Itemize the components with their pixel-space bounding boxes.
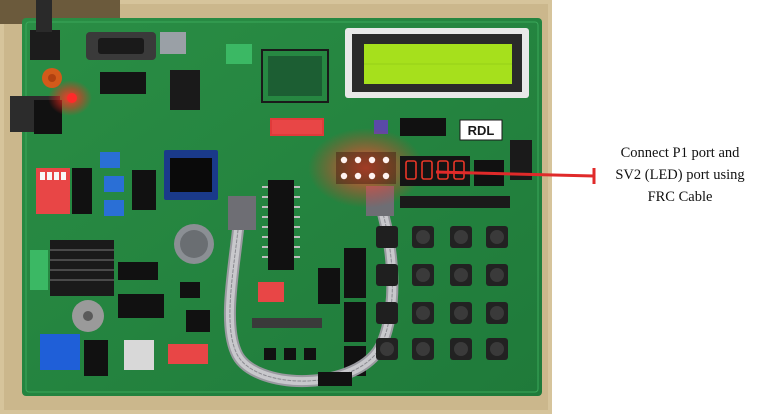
- rdl-label: RDL: [468, 123, 495, 138]
- trimpot-2: [104, 176, 124, 192]
- frc-connector-p1: [228, 196, 256, 230]
- microcontroller: [268, 180, 294, 270]
- heatsink: [50, 240, 114, 296]
- power-jack: [30, 30, 60, 60]
- trimpot-1: [100, 152, 120, 168]
- max232-ic: [100, 72, 146, 94]
- dip-switch-top: [272, 120, 322, 134]
- usb-port: [160, 32, 186, 54]
- power-led: [67, 93, 77, 103]
- sd-card-slot: [124, 340, 154, 370]
- annotation-line-1: Connect P1 port and: [596, 142, 764, 164]
- terminal-block: [226, 44, 252, 64]
- annotation-text: Connect P1 port and SV2 (LED) port using…: [596, 142, 764, 208]
- annotation-line-3: FRC Cable: [596, 186, 764, 208]
- annotation-line-2: SV2 (LED) port using: [596, 164, 764, 186]
- trimpot-3: [104, 200, 124, 216]
- dip-switch-bottom: [258, 282, 284, 302]
- relay: [40, 334, 80, 370]
- led-matrix: [336, 152, 396, 184]
